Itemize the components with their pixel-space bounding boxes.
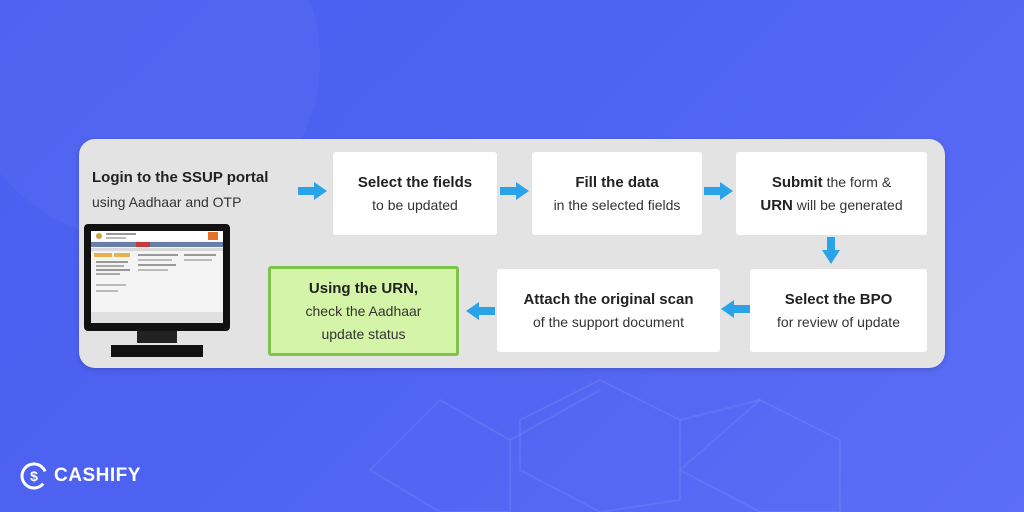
step-title: Select the BPO <box>784 290 893 308</box>
step-title-bold: URN <box>760 196 793 214</box>
step-attach-scan: Attach the original scan of the support … <box>497 269 720 352</box>
step-select-fields: Select the fields to be updated <box>333 152 497 235</box>
step-title: Select the fields <box>357 173 473 191</box>
step-title-bold: Submit <box>771 173 823 191</box>
login-subtitle: using Aadhaar and OTP <box>92 194 242 210</box>
step-submit-form: Submit the form & URN will be generated <box>736 152 927 235</box>
logo-text: CASHIFY <box>54 465 141 486</box>
step-subtitle: for review of update <box>777 313 900 330</box>
step-fill-data: Fill the data in the selected fields <box>532 152 702 235</box>
step-subtitle: in the selected fields <box>553 196 681 213</box>
step-text: the form & <box>822 173 892 190</box>
arrow-right-icon <box>704 182 733 200</box>
step-title: Fill the data <box>575 173 659 191</box>
login-step: Login to the SSUP portal using Aadhaar a… <box>92 166 268 214</box>
arrow-left-icon <box>466 302 495 320</box>
computer-monitor-icon <box>84 224 230 357</box>
cashify-logo: $ CASHIFY <box>18 460 141 492</box>
step-title: Attach the original scan <box>523 290 694 308</box>
step-subtitle: check the Aadhaar <box>305 302 422 319</box>
step-subtitle: of the support document <box>533 313 684 330</box>
step-line-2: URN will be generated <box>760 194 902 217</box>
cashify-logo-icon: $ <box>20 462 48 490</box>
step-subtitle: update status <box>321 325 406 342</box>
step-title: Using the URN, <box>308 279 419 297</box>
svg-text:$: $ <box>30 468 38 484</box>
step-select-bpo: Select the BPO for review of update <box>750 269 927 352</box>
arrow-right-icon <box>298 182 327 200</box>
step-text: will be generated <box>792 196 903 213</box>
step-subtitle: to be updated <box>372 196 458 213</box>
login-title: Login to the SSUP portal <box>92 169 269 186</box>
arrow-right-icon <box>500 182 529 200</box>
arrow-down-icon <box>822 237 840 264</box>
arrow-left-icon <box>721 300 750 318</box>
step-line-1: Submit the form & <box>772 171 891 194</box>
step-check-status: Using the URN, check the Aadhaar update … <box>268 266 459 356</box>
